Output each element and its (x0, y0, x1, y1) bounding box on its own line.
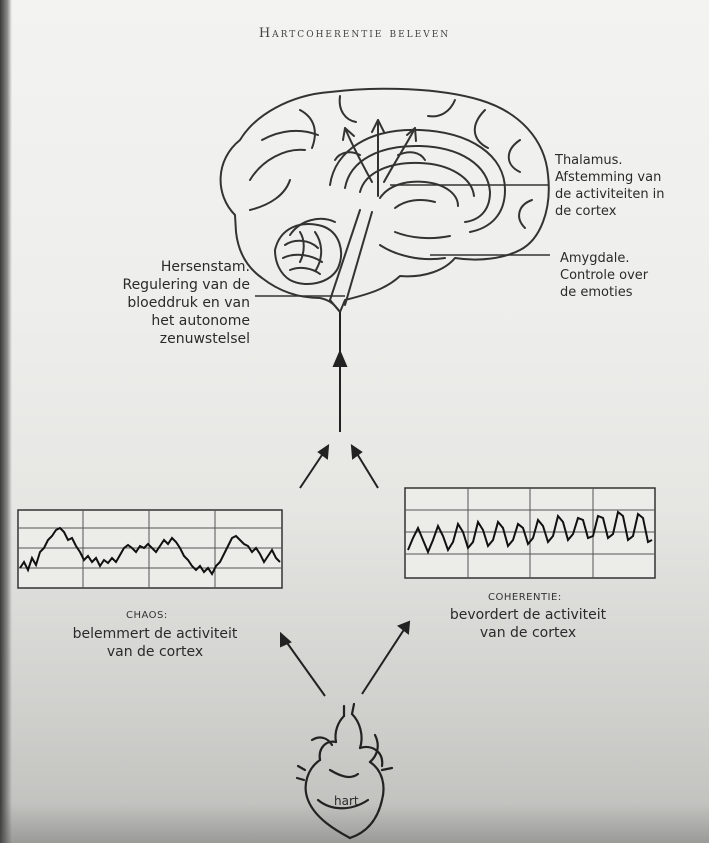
thalamus-label: Thalamus. Afstemming van de activiteiten… (555, 152, 705, 220)
coherentie-desc-line-1: bevordert de activiteit (418, 606, 638, 624)
brain-illustration-icon (221, 89, 549, 312)
amygdale-label: Amygdale. Controle over de emoties (560, 250, 700, 301)
chaos-desc-line-1: belemmert de activiteit (40, 625, 270, 643)
hersenstam-line-3: bloeddruk en van (60, 294, 250, 312)
heart-illustration-icon (297, 704, 392, 838)
arrows (281, 312, 409, 696)
coherentie-title: COHERENTIE: (488, 592, 562, 603)
chaos-description: belemmert de activiteit van de cortex (40, 625, 270, 661)
heart-label: hart (334, 793, 359, 810)
coherentie-chart (405, 488, 655, 578)
thalamus-line-1: Thalamus. (555, 152, 705, 169)
chaos-title: CHAOS: (126, 610, 168, 621)
coherentie-description: bevordert de activiteit van de cortex (418, 606, 638, 642)
amygdale-line-1: Amygdale. (560, 250, 700, 267)
thalamus-line-3: de activiteiten in (555, 186, 705, 203)
hersenstam-line-2: Regulering van de (60, 276, 250, 294)
coherentie-desc-line-2: van de cortex (418, 624, 638, 642)
amygdale-line-3: de emoties (560, 284, 700, 301)
amygdale-line-2: Controle over (560, 267, 700, 284)
chaos-chart (18, 510, 282, 588)
hersenstam-label: Hersenstam. Regulering van de bloeddruk … (60, 258, 250, 348)
hersenstam-line-4: het autonome (60, 312, 250, 330)
chaos-desc-line-2: van de cortex (40, 643, 270, 661)
hersenstam-line-5: zenuwstelsel (60, 330, 250, 348)
hersenstam-line-1: Hersenstam. (60, 258, 250, 276)
thalamus-line-4: de cortex (555, 203, 705, 220)
thalamus-line-2: Afstemming van (555, 169, 705, 186)
